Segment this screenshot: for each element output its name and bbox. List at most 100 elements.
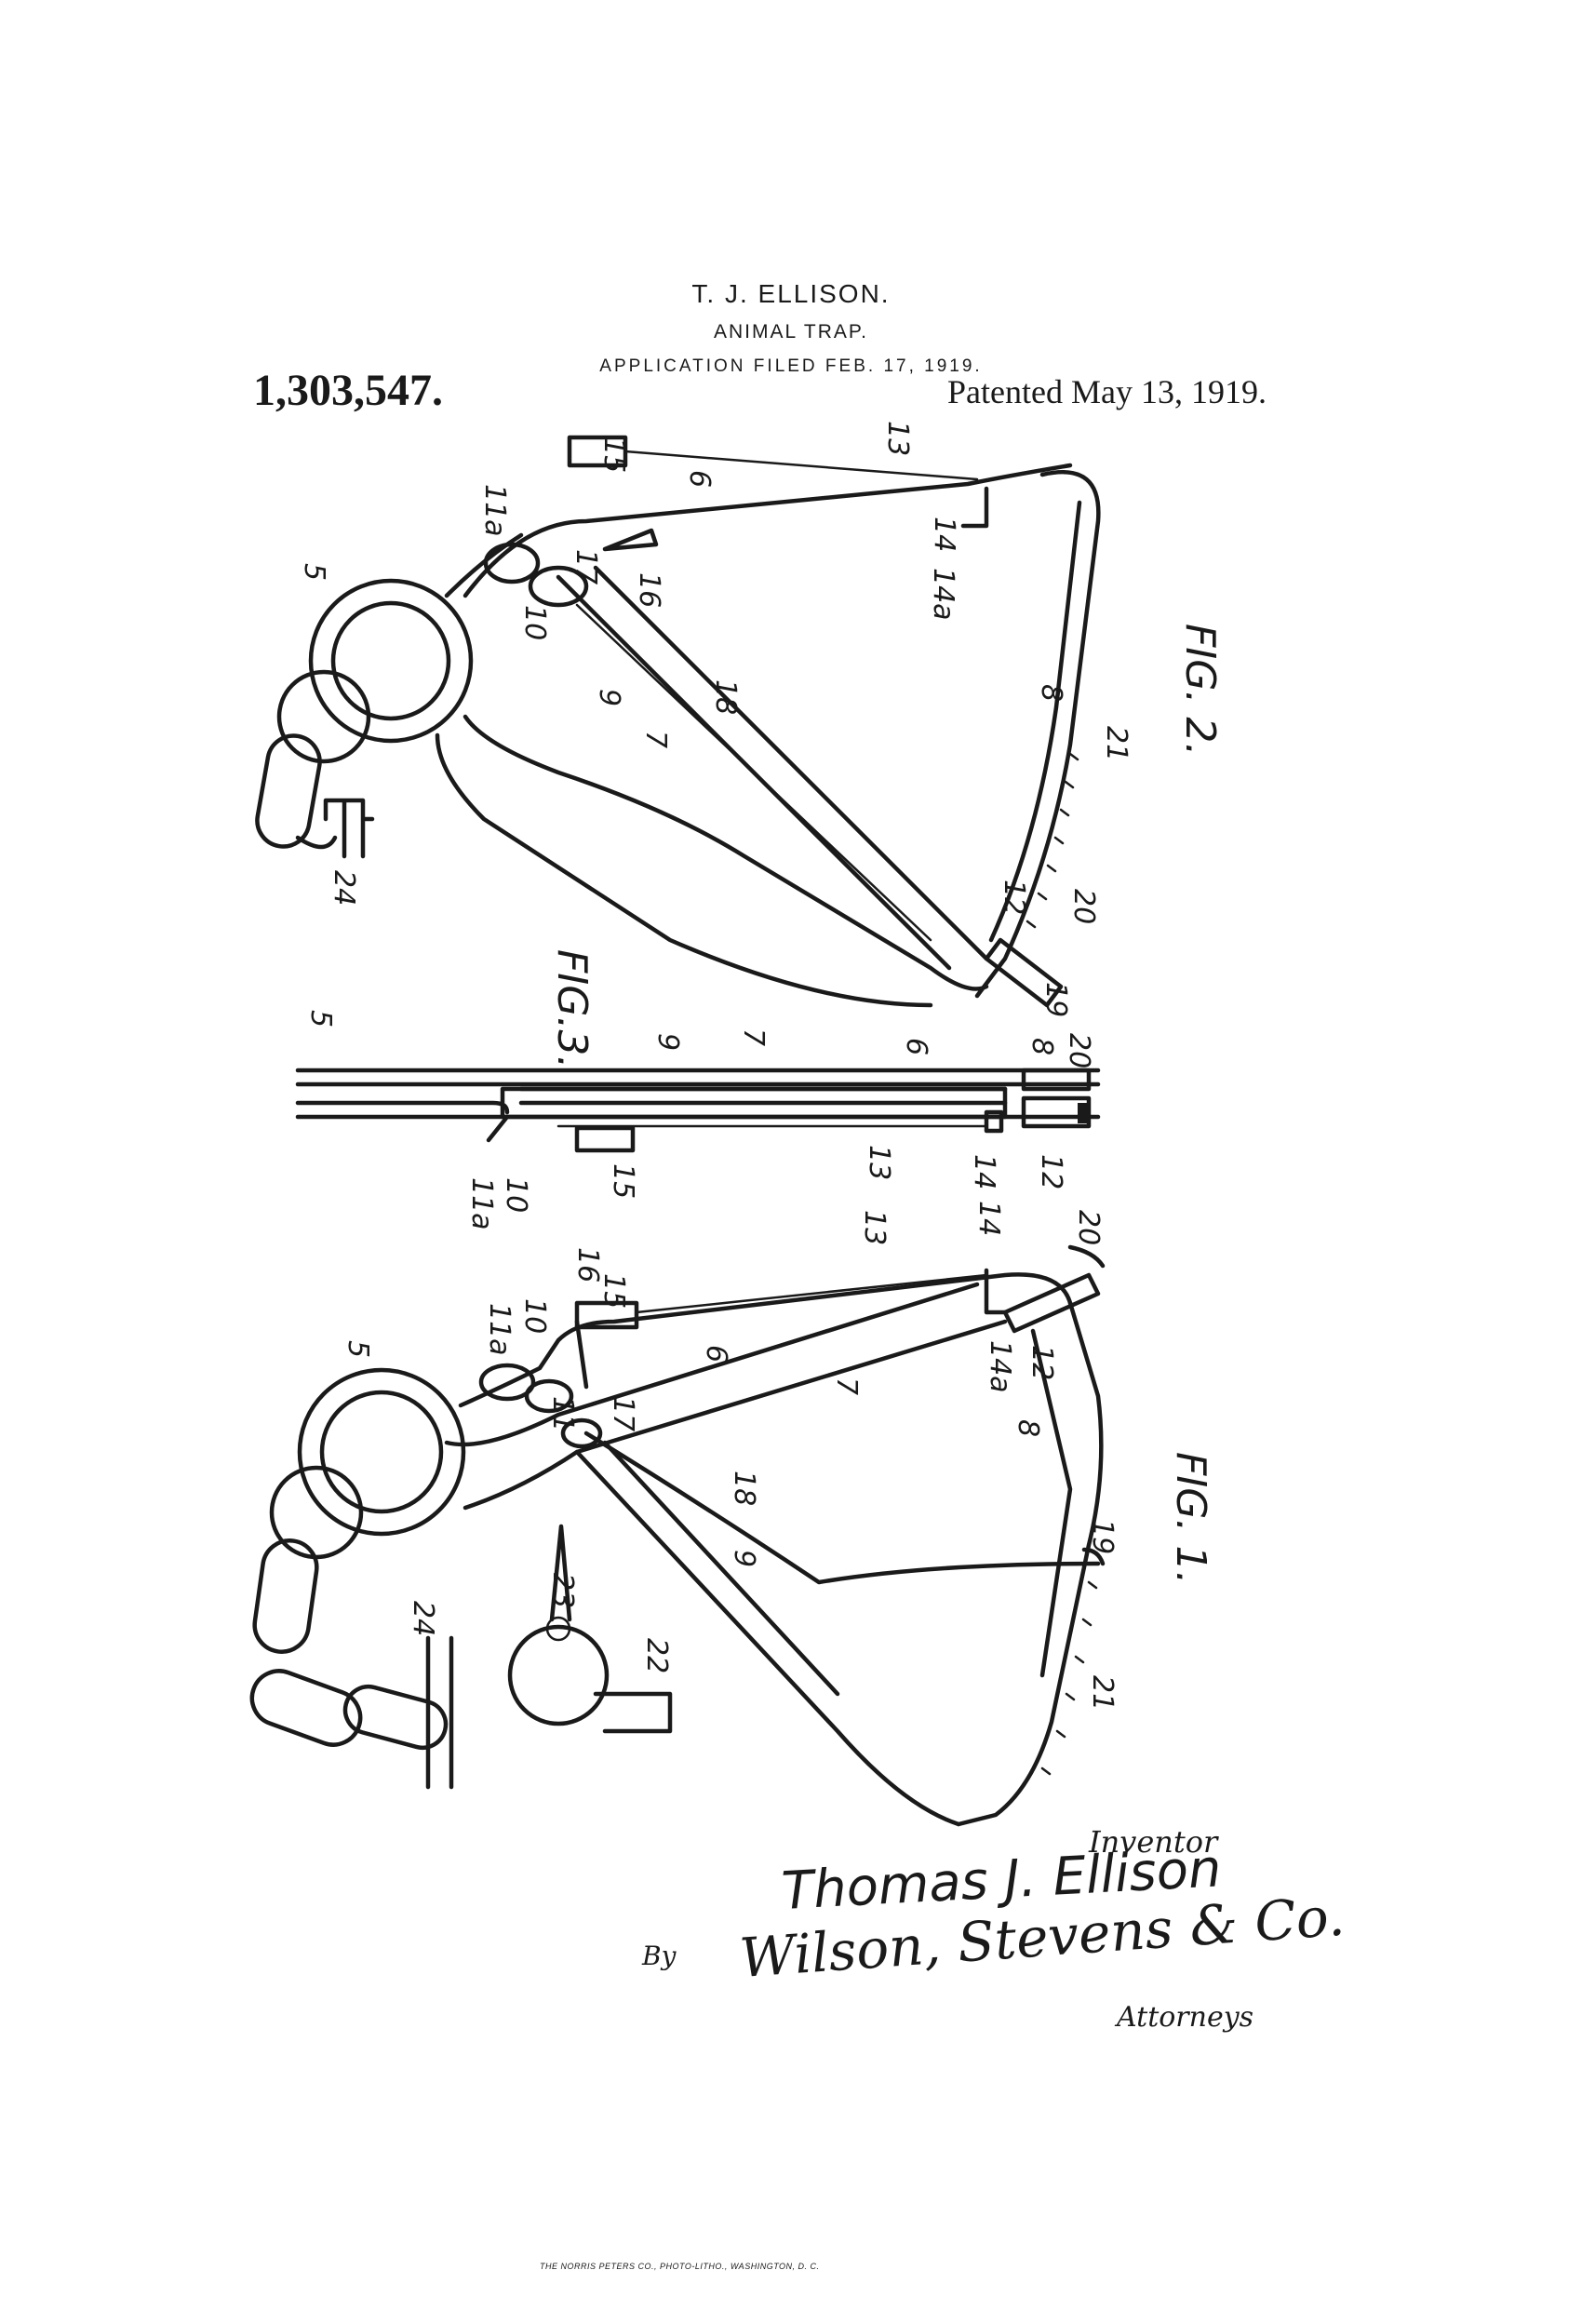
- fig2-ref-numerals: 15 13 6 11a 14 14a 5 17 16 10 9 18 8 7 2…: [298, 421, 1133, 1017]
- inventor-name: T. J. ELLISON.: [691, 279, 891, 308]
- fig1-catch-16: [574, 1319, 589, 1390]
- fig1-ref-23: 23: [546, 1573, 579, 1608]
- fig1-jaw-6-inner: [444, 1282, 980, 1447]
- fig2-ref-21: 21: [1100, 726, 1133, 761]
- fig1-hook-14: [984, 1268, 1008, 1315]
- fig1-ref-20: 20: [1072, 1210, 1105, 1245]
- fig1-jaw-7: [463, 1319, 1008, 1511]
- fig3-ref-14: 14: [968, 1154, 1000, 1189]
- fig3-hook-14: [984, 1109, 1004, 1134]
- fig3-ref-5: 5: [304, 1010, 337, 1028]
- fig2-ref-10: 10: [518, 605, 551, 640]
- fig1-jaw-8-inner: [1030, 1328, 1073, 1678]
- fig2-catch-16: [602, 528, 659, 552]
- fig1-ref-13: 13: [858, 1210, 891, 1245]
- fig1-ref-8: 8: [1012, 1419, 1044, 1437]
- fig3-ref-6: 6: [900, 1038, 932, 1055]
- fig1-bar-9: [574, 1449, 961, 1827]
- fig2-jaw-8-inner: [988, 500, 1082, 943]
- fig3-ref-8: 8: [1026, 1038, 1058, 1055]
- application-filed-date: APPLICATION FILED FEB. 17, 1919.: [599, 356, 983, 376]
- fig1-staple-24: [425, 1635, 454, 1790]
- fig2-ref-19: 19: [1039, 982, 1072, 1017]
- fig2-ref-20: 20: [1067, 889, 1100, 924]
- fig3-ring-5: [295, 1100, 510, 1115]
- figure-2: 15 13 6 11a 14 14a 5 17 16 10 9 18 8 7 2…: [255, 421, 1224, 1017]
- fig3-frame: [500, 1086, 1008, 1120]
- fig2-trigger-12: [984, 937, 1064, 1008]
- fig1-teeth: [1040, 1580, 1098, 1776]
- fig3-tooth-20: [1078, 1103, 1089, 1123]
- fig1-bait-15: [574, 1300, 639, 1330]
- fig2-ref-8: 8: [1035, 684, 1067, 702]
- fig1-jaw-8-outer: [956, 1300, 1104, 1827]
- fig2-chain-link-end: [295, 835, 338, 850]
- fig1-chain-ring: [269, 1465, 364, 1560]
- fig1-main-ring: [297, 1367, 466, 1537]
- fig2-ref-18: 18: [709, 679, 742, 715]
- fig1-ref-11a: 11a: [483, 1303, 516, 1356]
- fig1-chain-link-2: [249, 1669, 363, 1747]
- fig2-chain-link: [255, 733, 322, 849]
- figure-3: 5 9 7 6 8 20 11a 10 15 13 14 12 FIG.3.: [295, 949, 1101, 1230]
- fig1-ref-5: 5: [342, 1340, 374, 1358]
- fig2-ref-11a: 11a: [478, 484, 511, 537]
- fig1-ref-numerals: 5 10 11a 11 16 15 17 13 14 20 6 7 14a 12…: [342, 1201, 1119, 1711]
- fig2-ref-12: 12: [998, 880, 1030, 915]
- fig3-ref-numerals: 5 9 7 6 8 20 11a 10 15 13 14 12: [304, 1010, 1095, 1230]
- fig1-ref-17: 17: [607, 1396, 639, 1431]
- fig1-ref-12: 12: [1026, 1345, 1058, 1380]
- fig1-ref-15: 15: [597, 1273, 630, 1309]
- fig1-tooth-20: [1067, 1244, 1106, 1269]
- fig2-rod-13: [623, 450, 979, 481]
- fig1-ref-16: 16: [571, 1247, 604, 1283]
- fig1-chain-link-1: [252, 1538, 319, 1654]
- fig2-jaw-7-outer: [435, 732, 933, 1008]
- fig1-main-ring-inner: [319, 1390, 444, 1514]
- fig2-main-ring: [308, 578, 474, 744]
- fig2-ref-15: 15: [597, 437, 630, 473]
- fig3-ref-20: 20: [1063, 1033, 1095, 1068]
- fig3-ref-15: 15: [607, 1163, 639, 1199]
- fig1-jaw-6: [458, 1272, 1073, 1408]
- fig1-chain-link-3: [342, 1684, 449, 1751]
- fig3-ref-10: 10: [500, 1177, 532, 1213]
- fig2-ref-16: 16: [633, 572, 665, 608]
- fig2-bar-18: [593, 565, 989, 961]
- fig1-ring-23: [507, 1624, 610, 1726]
- fig1-ref-19: 19: [1086, 1519, 1119, 1554]
- fig3-ref-13: 13: [863, 1145, 895, 1180]
- fig1-ref-6: 6: [700, 1345, 732, 1363]
- fig1-loop-11a: [478, 1363, 536, 1402]
- fig2-main-ring-inner: [330, 600, 451, 721]
- fig2-ref-6: 6: [683, 470, 716, 488]
- fig1-ref-22: 22: [640, 1638, 673, 1673]
- fig1-ref-9: 9: [728, 1550, 760, 1567]
- fig1-loop-10: [524, 1378, 574, 1414]
- fig1-ref-14: 14: [972, 1201, 1005, 1236]
- fig3-ref-7: 7: [737, 1028, 770, 1046]
- fig3-label: FIG.3.: [548, 949, 596, 1068]
- fig3-jaw-8: [1021, 1068, 1092, 1092]
- fig1-ring-23-eye: [545, 1616, 571, 1642]
- fig2-ref-9: 9: [593, 689, 625, 706]
- fig3-ref-12: 12: [1035, 1154, 1067, 1189]
- fig2-ref-14: 14: [928, 517, 960, 552]
- fig1-spike: [549, 1524, 572, 1622]
- fig1-hook-19: [1081, 1547, 1106, 1566]
- fig2-label: FIG. 2.: [1176, 624, 1224, 756]
- fig3-ref-9: 9: [651, 1033, 684, 1051]
- fig1-ref-11: 11: [546, 1396, 579, 1431]
- fig1-ref-10: 10: [518, 1298, 551, 1334]
- by-label: By: [642, 1941, 677, 1971]
- fig2-staple: [323, 798, 375, 859]
- printer-credit: THE NORRIS PETERS CO., PHOTO-LITHO., WAS…: [540, 2262, 820, 2271]
- fig1-loop-17: [560, 1417, 603, 1449]
- fig1-ref-21: 21: [1086, 1675, 1119, 1711]
- patent-date: Patented May 13, 1919.: [947, 373, 1267, 410]
- fig1-ref-7: 7: [830, 1377, 863, 1395]
- fig2-ref-7: 7: [639, 731, 672, 748]
- invention-title: ANIMAL TRAP.: [714, 321, 868, 343]
